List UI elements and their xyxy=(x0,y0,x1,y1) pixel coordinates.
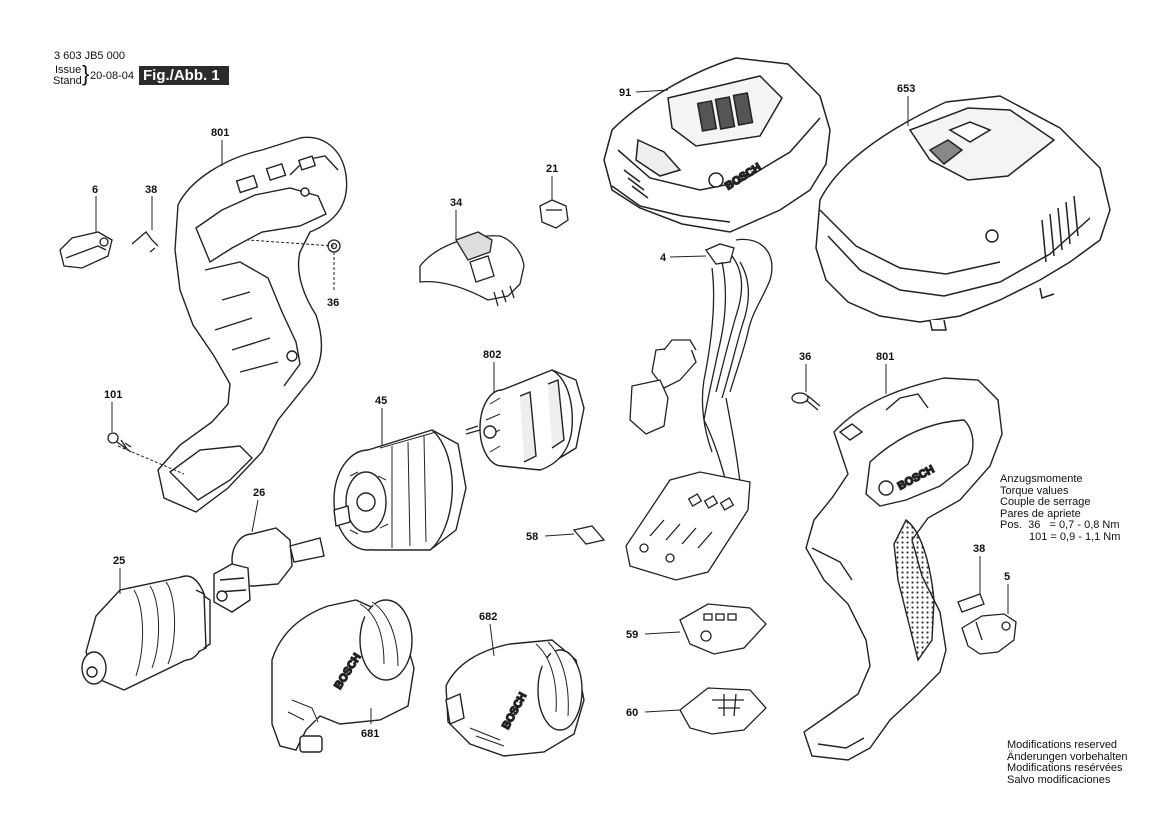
issue-label: Issue xyxy=(55,64,82,76)
part-38-spring xyxy=(131,231,159,253)
part-653-charger xyxy=(815,95,1111,331)
callout-60: 60 xyxy=(626,707,638,719)
callout-26: 26 xyxy=(253,487,265,499)
part-36-screw-right xyxy=(791,392,821,411)
notice-es: Salvo modificaciones xyxy=(1007,773,1111,786)
left-housing-half xyxy=(157,136,348,513)
callout-38-right: 38 xyxy=(973,543,985,555)
part-34-selector xyxy=(419,231,525,307)
callout-681: 681 xyxy=(361,728,379,740)
part-6-slider xyxy=(59,231,113,269)
torque-title-en: Torque values xyxy=(1000,484,1069,497)
right-housing-half: BOSCH xyxy=(803,377,1003,761)
callout-58: 58 xyxy=(526,531,538,543)
callout-4: 4 xyxy=(660,252,667,264)
callout-101: 101 xyxy=(104,389,122,401)
brace: } xyxy=(82,61,90,86)
part-802-motor xyxy=(465,369,585,471)
part-60-bracket xyxy=(679,687,767,735)
callout-801-right: 801 xyxy=(876,351,894,363)
part-91-battery: BOSCH xyxy=(603,57,831,233)
part-58-pad xyxy=(572,525,606,545)
part-4-wiring xyxy=(625,238,773,581)
part-59-cover xyxy=(679,603,767,655)
part-25-chuck xyxy=(81,575,211,691)
torque-row-101: 101 = 0,9 - 1,1 Nm xyxy=(1029,530,1121,543)
torque-row-36: Pos. 36 = 0,7 - 0,8 Nm xyxy=(1000,519,1120,531)
notice-en: Modifications reserved xyxy=(1007,739,1118,751)
part-5-slider xyxy=(961,613,1017,655)
callout-36-left: 36 xyxy=(327,297,339,309)
part-38-spring-right xyxy=(957,593,985,613)
torque-title-de: Anzugsmomente xyxy=(1000,473,1083,485)
part-45-gearbox xyxy=(333,429,467,551)
callout-25: 25 xyxy=(113,555,125,567)
callout-38-left: 38 xyxy=(145,184,157,196)
callout-34: 34 xyxy=(450,197,463,209)
notice-fr: Modifications resérvées xyxy=(1007,762,1123,774)
callout-653: 653 xyxy=(897,83,915,95)
issue-date: 20-08-04 xyxy=(90,70,135,82)
callout-5: 5 xyxy=(1004,571,1010,583)
torque-notes: Anzugsmomente Torque values Couple de se… xyxy=(1000,473,1121,543)
callout-801-left: 801 xyxy=(211,127,229,139)
part-21-nut xyxy=(539,199,569,229)
notice-de: Änderungen vorbehalten xyxy=(1007,750,1128,763)
part-682-offset-adapter: BOSCH xyxy=(445,639,585,757)
part-101-screw xyxy=(107,432,132,453)
callout-91: 91 xyxy=(619,87,631,99)
part-681-angle-adapter: BOSCH xyxy=(271,599,415,753)
torque-title-fr: Couple de serrage xyxy=(1000,496,1091,508)
stand-label: Stand xyxy=(53,75,82,87)
callout-682: 682 xyxy=(479,611,497,623)
figure-label: Fig./Abb. 1 xyxy=(139,66,229,85)
doc-number: 3 603 JB5 000 xyxy=(54,50,125,62)
callout-labels: 801 6 38 36 101 34 21 91 653 4 802 45 26… xyxy=(92,83,1010,740)
modification-notice: Modifications reserved Änderungen vorbeh… xyxy=(1007,739,1128,786)
callout-36-right: 36 xyxy=(799,351,811,363)
torque-title-es: Pares de apriete xyxy=(1000,507,1081,520)
callout-59: 59 xyxy=(626,629,638,641)
callout-6: 6 xyxy=(92,184,98,196)
callout-802: 802 xyxy=(483,349,501,361)
part-26-spindle xyxy=(213,527,325,613)
callout-45: 45 xyxy=(375,395,387,407)
callout-21: 21 xyxy=(546,163,558,175)
leader-lines xyxy=(95,89,1009,724)
